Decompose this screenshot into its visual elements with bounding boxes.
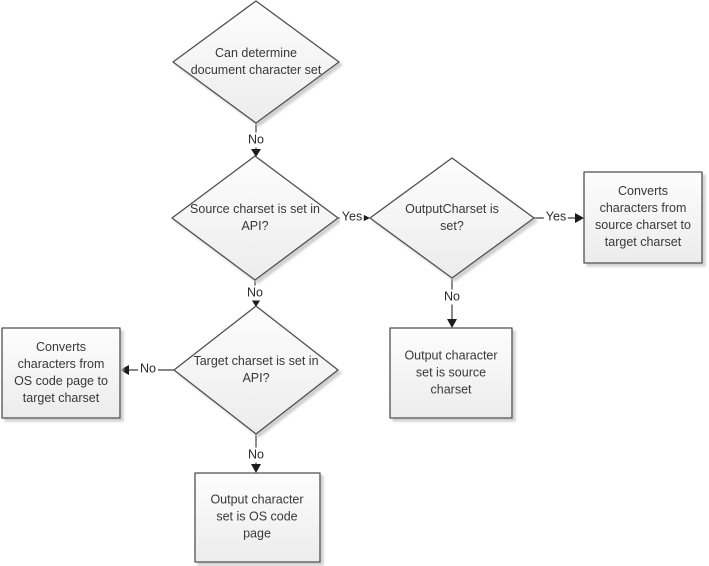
arrowhead-into-target-charset (251, 299, 261, 307)
process-converts-source-shape (583, 171, 703, 264)
process-output-source-label: Output character set is source charset (404, 348, 498, 397)
arrowhead-into-outputcharset (363, 214, 370, 222)
edge-label-source-charset-yes: Yes (339, 209, 365, 225)
edge-label-can-determine-no: No (246, 132, 266, 148)
process-converts-os-shape (1, 327, 121, 419)
arrowhead-into-converts-os (120, 365, 129, 375)
decision-source-charset-label: Source charset is set in API? (190, 202, 320, 233)
arrowhead-into-converts-source (575, 213, 584, 223)
process-output-source-shape (389, 327, 513, 419)
decision-can-determine-shape (172, 0, 340, 124)
edge-label-source-charset-no: No (245, 285, 265, 301)
decision-outputcharset-shape (369, 157, 535, 279)
decision-target-charset-label: Target charset is set in API? (193, 354, 319, 385)
arrowhead-into-output-source (447, 319, 457, 328)
process-converts-source-label: Converts characters from source charset … (595, 184, 691, 249)
edge-label-outputcharset-yes: Yes (543, 209, 569, 225)
arrowhead-into-source-charset (251, 149, 261, 157)
arrowhead-into-output-os (251, 464, 261, 473)
process-converts-os-label: Converts characters from OS code page to… (14, 340, 108, 405)
decision-can-determine-label: Can determine document character set (190, 46, 322, 77)
process-output-os-label: Output character set is OS code page (210, 492, 304, 541)
edge-label-target-charset-no-left: No (138, 361, 158, 377)
connectors-group (120, 123, 584, 473)
decision-outputcharset-label: OutputCharset is set? (405, 202, 499, 233)
process-output-os-shape (194, 472, 321, 563)
decision-target-charset-shape (173, 305, 339, 435)
decision-source-charset-shape (171, 155, 339, 281)
edge-label-outputcharset-no: No (442, 289, 462, 305)
edge-label-target-charset-no-down: No (246, 447, 266, 463)
